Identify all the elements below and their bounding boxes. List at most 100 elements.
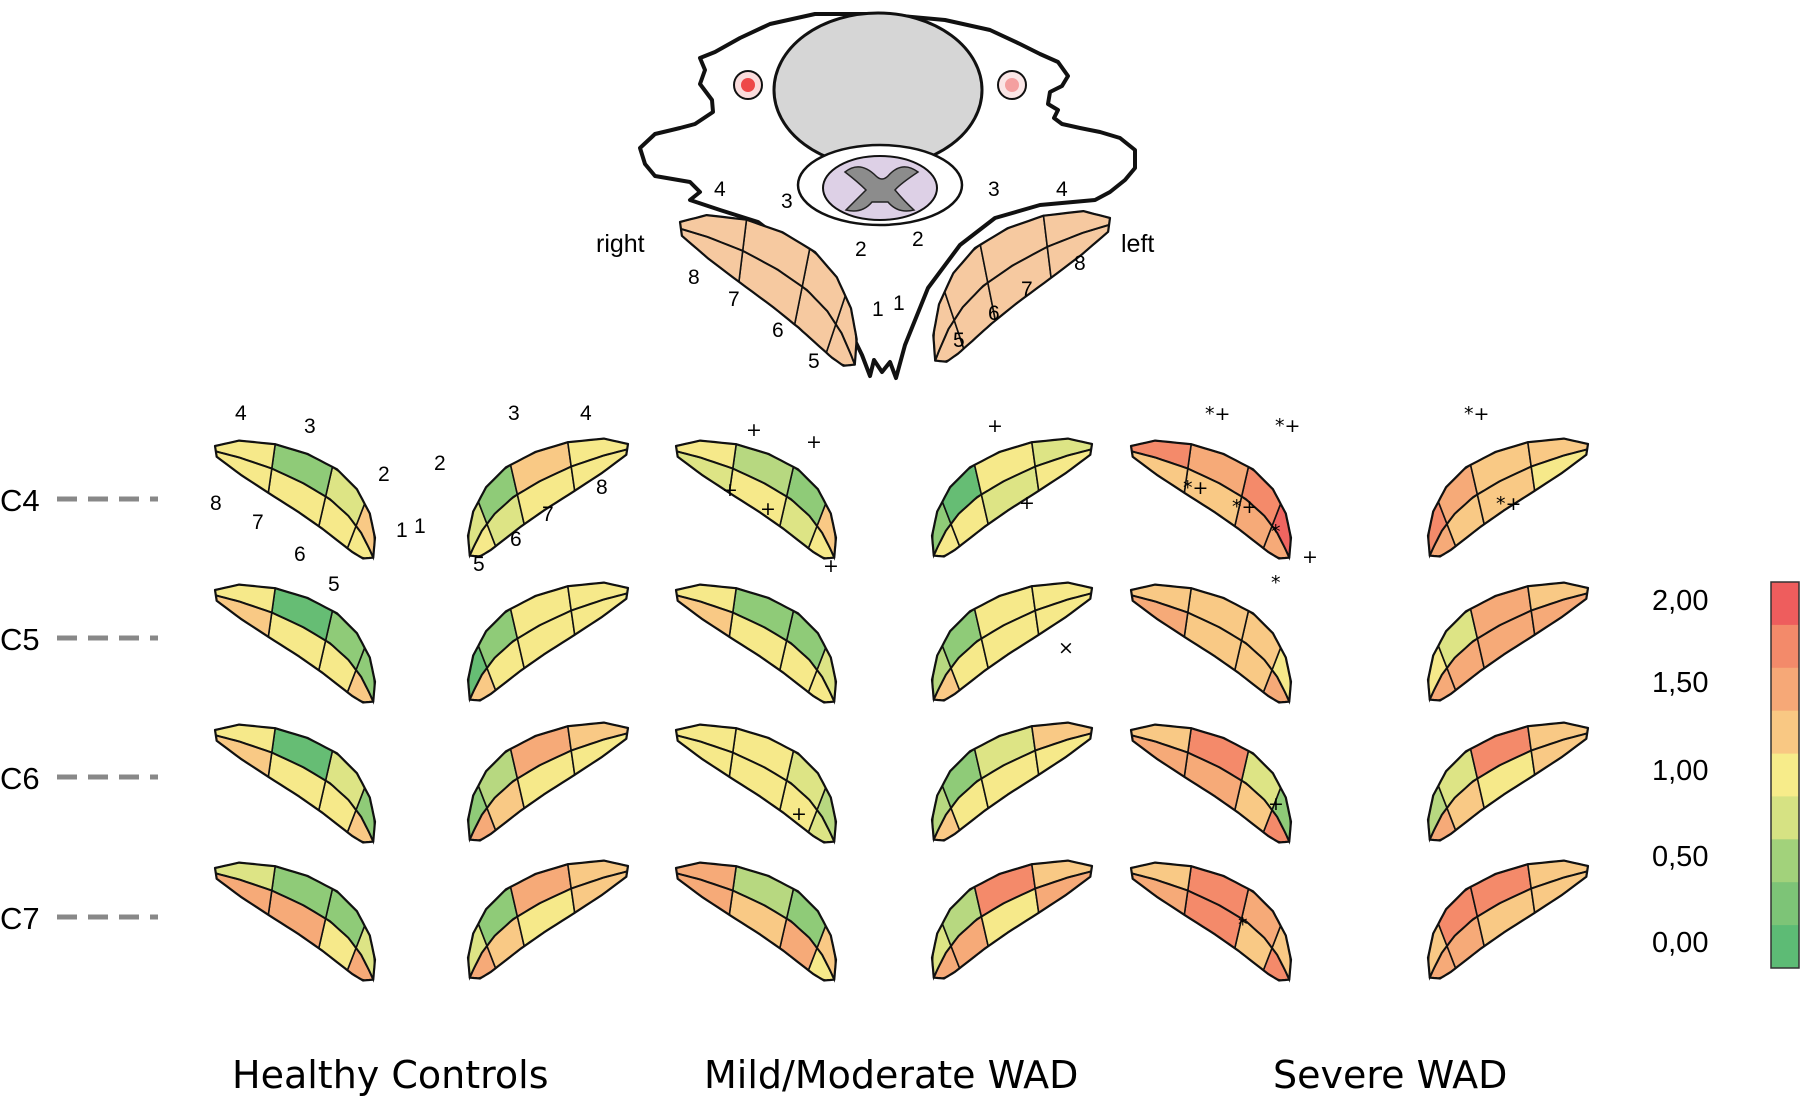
sig-marker: *+ — [1232, 496, 1257, 518]
schem-region-2-right: 2 — [855, 238, 867, 261]
hc-region-7-left: 7 — [542, 503, 554, 526]
muscle-midline — [932, 592, 1092, 700]
sig-marker: + — [722, 479, 738, 501]
muscle-midline — [468, 448, 628, 556]
hc-region-6-left: 6 — [510, 528, 522, 551]
scale-tick: 1,50 — [1652, 667, 1708, 699]
level-label-c6: C6 — [0, 761, 40, 796]
sig-marker: + — [1302, 546, 1318, 568]
sig-marker: * — [1238, 914, 1248, 936]
muscle-midline — [676, 872, 836, 980]
color-scale-bar — [1770, 581, 1800, 969]
hc-region-8-right: 8 — [210, 492, 222, 515]
muscle-outline — [213, 723, 377, 844]
muscle-outline — [1426, 437, 1590, 558]
muscle-left-mm-c6 — [930, 721, 1094, 843]
hc-region-5-left: 5 — [473, 553, 485, 576]
sig-marker: * — [1271, 572, 1281, 594]
muscle-right-sv-c5 — [1129, 583, 1293, 705]
schematic-muscle-right — [678, 214, 858, 367]
muscle-left-sv-c4 — [1426, 437, 1590, 559]
muscle-right-hc-c4 — [213, 439, 377, 561]
sig-marker: + — [760, 498, 776, 520]
muscle-outline — [466, 721, 630, 842]
scale-swatch — [1771, 882, 1799, 926]
right-artery-lumen — [741, 78, 755, 92]
muscle-left-mm-c5 — [930, 581, 1094, 703]
sig-marker: + — [1268, 793, 1284, 815]
muscle-midline — [215, 734, 375, 842]
scale-swatch — [1771, 796, 1799, 840]
muscle-midline — [1131, 734, 1291, 842]
muscle-outline — [1129, 723, 1293, 844]
muscle-midline — [676, 594, 836, 702]
muscle-outline — [466, 437, 630, 558]
muscle-outline — [213, 861, 377, 982]
muscle-right-hc-c5 — [213, 583, 377, 705]
schem-region-2-left: 2 — [912, 228, 924, 251]
muscle-outline — [674, 439, 838, 560]
scale-swatch — [1771, 925, 1799, 969]
muscle-left-hc-c6 — [466, 721, 630, 843]
group-label-mild-moderate-wad: Mild/Moderate WAD — [704, 1053, 1078, 1096]
muscle-right-sv-c7 — [1129, 861, 1293, 983]
hc-region-6-right: 6 — [294, 543, 306, 566]
scale-swatch — [1771, 753, 1799, 797]
muscle-outline — [930, 721, 1094, 842]
muscle-right-mm-c7 — [674, 861, 838, 983]
schem-region-3-left: 3 — [988, 178, 1000, 201]
group-labels: Healthy Controls Mild/Moderate WAD Sever… — [232, 1053, 1507, 1096]
level-label-c4: C4 — [0, 483, 40, 518]
muscle-outline — [930, 581, 1094, 702]
muscle-midline — [468, 732, 628, 840]
scale-swatch — [1771, 667, 1799, 712]
muscle-midline — [215, 450, 375, 558]
muscle-midline — [932, 732, 1092, 840]
group-label-severe-wad: Severe WAD — [1273, 1053, 1507, 1096]
muscle-outline — [1426, 721, 1590, 842]
muscle-outline — [1426, 859, 1590, 980]
hc-region-7-right: 7 — [252, 511, 264, 534]
scale-tick: 1,00 — [1652, 755, 1708, 787]
schem-region-1-right: 1 — [872, 298, 884, 321]
muscle-right-hc-c6 — [213, 723, 377, 845]
left-artery-lumen — [1005, 78, 1019, 92]
hc-region-1-right: 1 — [396, 519, 408, 542]
muscle-midline — [1131, 872, 1291, 980]
scale-swatch — [1771, 710, 1799, 755]
muscle-right-mm-c6 — [674, 723, 838, 845]
sig-marker: *+ — [1183, 477, 1208, 499]
muscle-midline — [934, 223, 1110, 361]
muscle-left-hc-c7 — [466, 859, 630, 981]
muscle-midline — [932, 870, 1092, 978]
hc-region-2-right: 2 — [378, 463, 390, 486]
muscle-right-sv-c6 — [1129, 723, 1293, 845]
muscle-left-hc-c5 — [466, 581, 630, 703]
schematic-left-multifidus — [932, 210, 1112, 363]
group-label-healthy-controls: Healthy Controls — [232, 1053, 549, 1096]
schem-region-8-left: 8 — [1074, 252, 1086, 275]
label-right: right — [596, 230, 645, 258]
muscle-outline — [930, 437, 1094, 558]
hc-region-3-left: 3 — [508, 402, 520, 425]
muscle-outline — [678, 214, 858, 367]
muscle-midline — [676, 450, 836, 558]
muscle-midline — [468, 592, 628, 700]
scale-swatch — [1771, 839, 1799, 883]
sig-marker: * — [1271, 521, 1281, 543]
muscle-left-sv-c5 — [1426, 581, 1590, 703]
muscle-left-hc-c4 — [466, 437, 630, 559]
muscle-outline — [674, 723, 838, 844]
scale-frame — [1770, 581, 1800, 969]
scale-tick: 0,50 — [1652, 841, 1708, 873]
sig-marker: + — [791, 803, 807, 825]
vertebra-schematic: right left 4 3 2 1 5 6 7 8 3 4 2 1 5 6 7… — [596, 11, 1154, 380]
sig-marker: + — [823, 555, 839, 577]
muscle-outline — [466, 859, 630, 980]
muscle-right-mm-c4 — [674, 439, 838, 561]
significance-markers: + + + + + + + × + *+ *+ *+ *+ *+ * + *+ … — [722, 403, 1521, 936]
scale-swatch — [1771, 624, 1799, 669]
color-scale-legend: 2,00 1,50 1,00 0,50 0,00 — [1652, 581, 1800, 969]
schem-region-8-right: 8 — [688, 266, 700, 289]
